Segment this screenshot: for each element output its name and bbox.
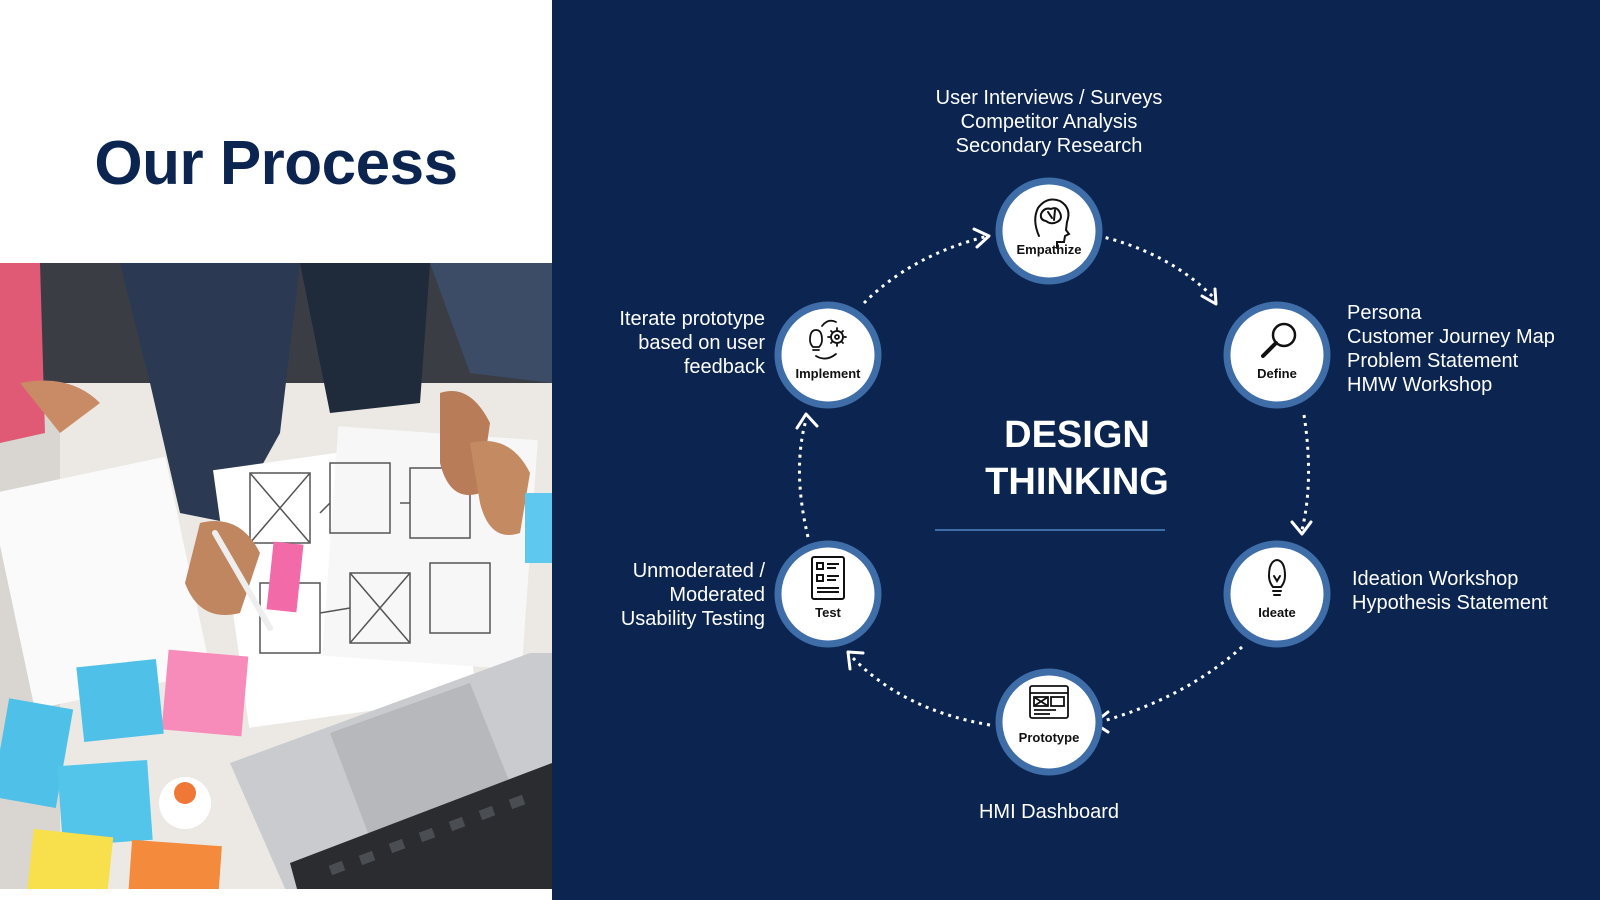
stage-test: Test <box>774 540 882 648</box>
idea-gears-icon <box>809 319 847 360</box>
note-line: Hypothesis Statement <box>1352 592 1548 614</box>
stage-label: Implement <box>795 366 861 381</box>
note-line: Persona <box>1347 302 1422 324</box>
arc-implement-empathize <box>862 234 989 305</box>
arrow-to-empathize <box>972 227 991 249</box>
define-notes: Persona Customer Journey Map Problem Sta… <box>1347 301 1587 397</box>
prototype-notes: HMI Dashboard <box>939 800 1159 824</box>
implement-notes: Iterate prototype based on user feedback <box>580 307 765 379</box>
stage-ideate: Ideate <box>1223 540 1331 648</box>
note-line: Usability Testing <box>620 608 765 630</box>
center-title: DESIGN THINKING <box>932 412 1222 506</box>
workshop-photo <box>0 263 552 900</box>
arc-define-ideate <box>1300 414 1311 531</box>
stage-empathize: Empathize <box>995 177 1103 285</box>
note-line: based on user <box>638 332 765 354</box>
note-line: Problem Statement <box>1347 350 1519 372</box>
note-line: feedback <box>683 356 765 378</box>
stage-label: Ideate <box>1258 605 1296 620</box>
right-panel: Empathize Define Ide <box>552 0 1600 900</box>
lightbulb-icon <box>1267 558 1287 596</box>
stage-implement: Implement <box>774 301 882 409</box>
note-line: Secondary Research <box>955 135 1143 157</box>
arrow-to-define <box>1200 287 1218 306</box>
arc-test-implement <box>797 419 810 538</box>
center-divider <box>935 529 1165 531</box>
note-line: Iterate prototype <box>619 308 765 330</box>
note-line: Competitor Analysis <box>960 111 1138 133</box>
arc-prototype-test <box>848 653 991 727</box>
arrow-to-test <box>846 650 865 671</box>
arc-empathize-define <box>1089 232 1218 302</box>
note-line: Moderated <box>669 584 765 606</box>
empathize-notes: User Interviews / Surveys Competitor Ana… <box>909 86 1189 158</box>
stage-label: Prototype <box>1019 730 1080 745</box>
center-title-line-1: DESIGN <box>1004 414 1150 456</box>
ideate-notes: Ideation Workshop Hypothesis Statement <box>1352 567 1582 615</box>
note-line: HMW Workshop <box>1347 374 1493 396</box>
arrow-to-implement <box>795 412 819 430</box>
note-line: User Interviews / Surveys <box>935 87 1163 109</box>
note-line: Ideation Workshop <box>1352 568 1519 590</box>
stage-label: Empathize <box>1016 242 1081 257</box>
stage-label: Test <box>815 605 841 620</box>
wireframe-icon <box>1029 685 1069 719</box>
stage-prototype: Prototype <box>995 668 1103 776</box>
note-line: HMI Dashboard <box>978 801 1120 823</box>
note-line: Customer Journey Map <box>1347 326 1555 348</box>
arc-ideate-prototype <box>1095 645 1243 725</box>
stage-define: Define <box>1223 301 1331 409</box>
note-line: Unmoderated / <box>632 560 765 582</box>
center-title-line-2: THINKING <box>985 461 1169 503</box>
test-notes: Unmoderated / Moderated Usability Testin… <box>580 559 765 631</box>
left-panel: Our Process <box>0 0 552 900</box>
magnifier-icon <box>1261 322 1297 358</box>
cycle-diagram: Empathize Define Ide <box>774 177 1331 776</box>
arrow-to-ideate <box>1290 520 1313 536</box>
page-title: Our Process <box>94 129 458 198</box>
brain-head-icon <box>1034 198 1071 249</box>
stage-label: Define <box>1257 366 1297 381</box>
checklist-icon <box>811 556 845 600</box>
